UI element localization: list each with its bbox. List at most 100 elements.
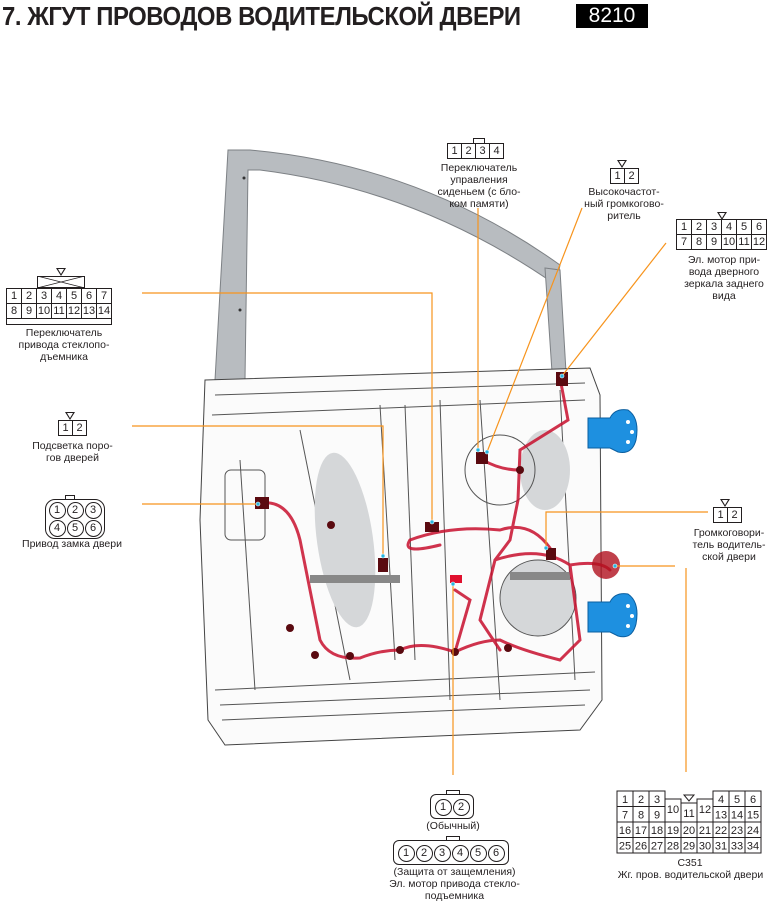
- pin-number: 10: [667, 804, 679, 816]
- label-line: дъемника: [40, 351, 88, 363]
- pin: 3: [84, 502, 102, 519]
- pin-number: 17: [635, 825, 647, 837]
- connector-label: Жг. пров. водительской двери: [617, 869, 764, 881]
- leader-lines: [132, 207, 708, 775]
- pin: 2: [72, 420, 87, 436]
- connector-key: [65, 495, 75, 501]
- pin: 11: [736, 234, 752, 250]
- pin: 5: [469, 845, 487, 862]
- pin: 9: [21, 303, 37, 319]
- label-line: Эл. мотор при-: [687, 254, 761, 266]
- pin-number: 18: [651, 825, 663, 837]
- pin: 1: [58, 420, 73, 436]
- pin: 7: [96, 288, 112, 304]
- pin: 8: [6, 303, 22, 319]
- connector-key: [446, 790, 460, 796]
- pin: 6: [84, 520, 102, 537]
- pin-grid: 1 2 3 4 5 6 7 8 9 10 11 12: [676, 219, 767, 250]
- label-line: ком памяти): [449, 198, 509, 210]
- pin-number: 9: [654, 810, 660, 822]
- connector-label: Высокочастот- ный громкогово- ритель: [578, 186, 670, 222]
- latch-cross-icon: [37, 276, 85, 288]
- label-line: ской двери: [702, 551, 756, 563]
- label-line: сиденьем (с бло-: [437, 186, 521, 198]
- pin-number: 6: [750, 794, 756, 806]
- pin-number: 15: [747, 810, 759, 822]
- lock-triangle-icon: [56, 268, 66, 276]
- pin: 1: [610, 168, 625, 184]
- label-line: тель водитель-: [692, 539, 766, 551]
- pin-number: 12: [699, 804, 711, 816]
- pin: 5: [66, 288, 82, 304]
- lock-triangle-icon: [717, 212, 727, 220]
- pin: 5: [66, 520, 84, 537]
- pin-number: 22: [715, 825, 727, 837]
- pin-number: 24: [747, 825, 759, 837]
- pin: 12: [751, 234, 767, 250]
- pin: 4: [51, 288, 67, 304]
- label-line: ный громкогово-: [584, 198, 664, 210]
- pin-cell: [696, 798, 714, 823]
- pin-number: 30: [699, 841, 711, 853]
- pin-number: 27: [651, 841, 663, 853]
- connector-id: C351: [677, 857, 703, 869]
- pin: 4: [721, 219, 737, 235]
- pin: 7: [676, 234, 692, 250]
- normal-caption: (Обычный): [426, 820, 480, 832]
- pin-number: 3: [654, 794, 660, 806]
- pin: 1: [397, 845, 415, 862]
- pin: 6: [751, 219, 767, 235]
- pin: 1: [434, 799, 452, 816]
- pin-number: 19: [667, 825, 679, 837]
- label-line: Высокочастот-: [588, 186, 660, 198]
- connector-label: Переключатель управления сиденьем (с бло…: [420, 162, 538, 210]
- pin-number: 1: [622, 794, 628, 806]
- label-line: вида: [712, 290, 736, 302]
- pin-number: 4: [718, 794, 724, 806]
- leader-door-speaker: [545, 511, 708, 548]
- pin-number: 7: [622, 810, 628, 822]
- pin: 2: [727, 507, 742, 523]
- pin: 9: [706, 234, 722, 250]
- pin: 2: [21, 288, 37, 304]
- connector-label: (Защита от защемления) Эл. мотор привода…: [382, 866, 527, 902]
- door-hinges: [587, 409, 638, 638]
- pin-number: 23: [731, 825, 743, 837]
- antipinch-caption: (Защита от защемления): [393, 866, 516, 878]
- pin-number: 16: [619, 825, 631, 837]
- pin: 2: [461, 143, 476, 159]
- lock-triangle-icon: [720, 499, 730, 507]
- label-line: Переключатель: [25, 327, 103, 339]
- pin: 8: [691, 234, 707, 250]
- section-code-badge: 8210: [576, 4, 648, 28]
- pin: 2: [691, 219, 707, 235]
- label-line: вода дверного: [688, 266, 760, 278]
- lock-triangle-icon: [682, 794, 696, 802]
- pin-number: 13: [715, 810, 727, 822]
- pin-grid: 1 2: [610, 168, 639, 184]
- pin-grid: 1 2 3 4 5 6 7 8 9 10 11 12 13 14: [6, 288, 112, 325]
- label-line: зеркала заднего: [684, 278, 764, 290]
- pin: 4: [48, 520, 66, 537]
- pin-grid: 1 2: [713, 507, 742, 523]
- pin-number: 11: [683, 808, 694, 820]
- connector-key: [446, 836, 460, 842]
- page-title: 7. ЖГУТ ПРОВОДОВ ВОДИТЕЛЬСКОЙ ДВЕРИ: [2, 1, 521, 31]
- pin: 14: [96, 303, 112, 319]
- label-line: гов дверей: [46, 452, 99, 464]
- pin: 10: [36, 303, 52, 319]
- pin: 5: [736, 219, 752, 235]
- pin: 6: [487, 845, 505, 862]
- pin: 3: [475, 143, 490, 159]
- pin-cell: [744, 837, 762, 854]
- pin-number: 33: [731, 841, 743, 853]
- label-line: Эл. мотор привода стекло-: [389, 878, 520, 890]
- pin: 4: [451, 845, 469, 862]
- connector-key: [473, 138, 485, 144]
- leader-tweeter: [486, 207, 583, 453]
- leader-courtesy-light: [132, 425, 384, 556]
- connector-label: Подсветка поро- гов дверей: [20, 440, 125, 464]
